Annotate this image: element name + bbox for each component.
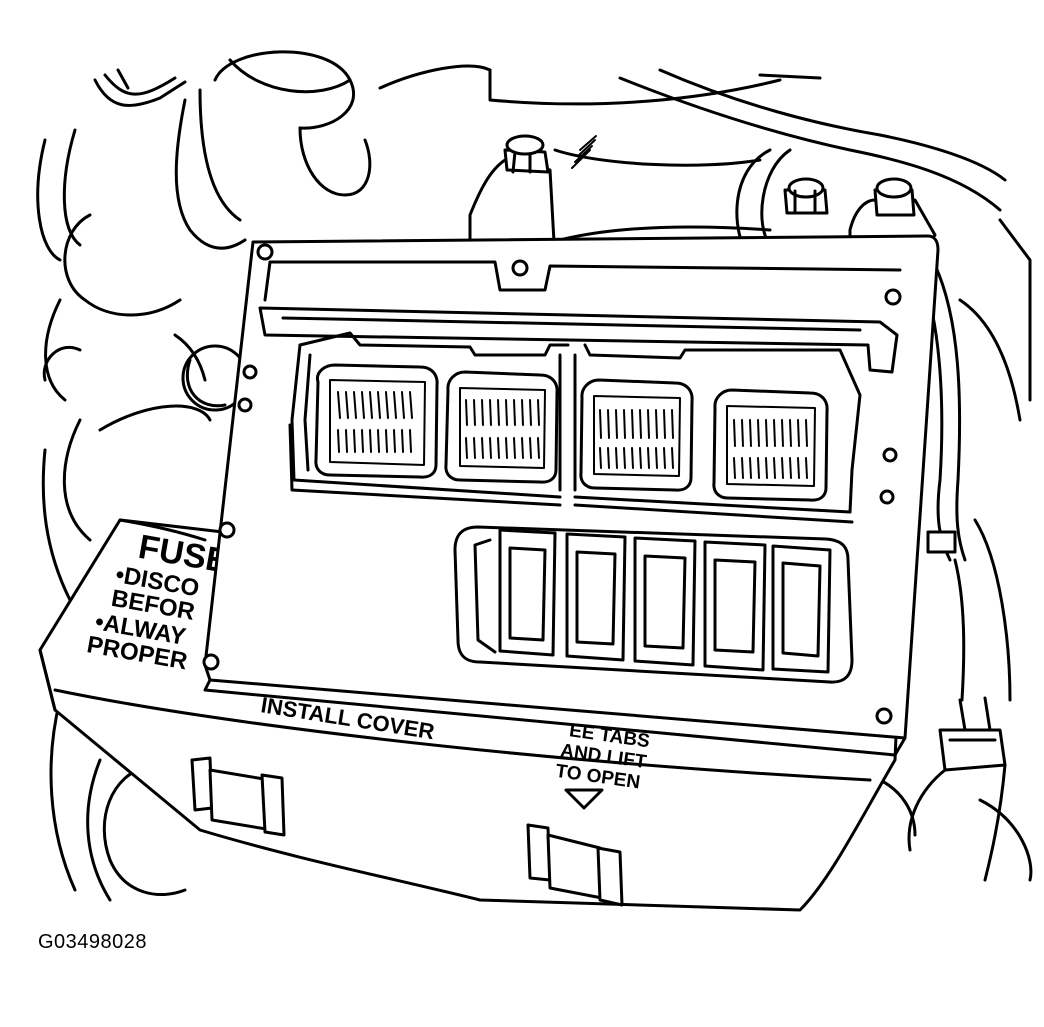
screw-hole-top-left [256,243,274,261]
mounting-stud-left [468,134,597,262]
connector-2 [444,370,559,484]
connector-4 [712,388,829,502]
pcm-heat-sink [453,525,854,684]
fuse-box-latch-left [190,756,286,837]
connector-1 [314,363,439,479]
engine-bay-background [36,50,1033,902]
screw-hole-left-1 [242,364,258,380]
screw-hole-top-right [884,288,902,306]
open-arrow-icon [564,788,604,810]
screw-hole-right-1 [882,447,898,463]
screw-hole-left-3 [218,521,236,539]
screw-hole-bottom-left [202,653,220,671]
wire-harness-right [926,530,957,554]
screw-hole-top-center [511,259,529,277]
fuse-box-latch-right [526,823,624,907]
figure-id: G03498028 [38,931,148,953]
screw-hole-left-2 [237,397,253,413]
screw-hole-right-2 [879,489,895,505]
connector-3 [579,378,694,492]
screw-hole-bottom-right [875,707,893,725]
pcm-module [202,234,940,757]
